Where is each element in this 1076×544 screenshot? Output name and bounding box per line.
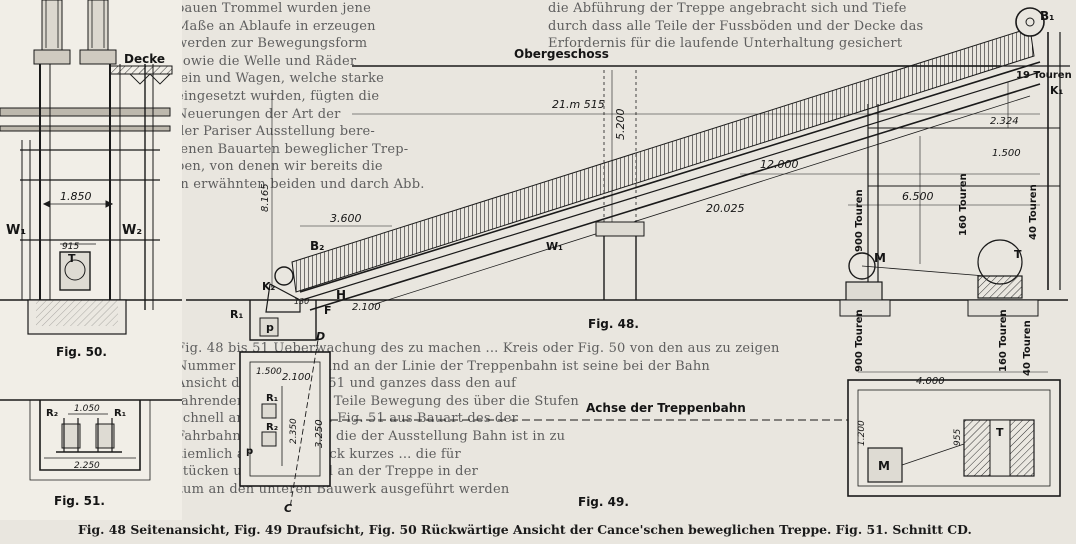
fig48-label: Fig. 48.: [588, 317, 639, 331]
fig49-touren160-label: 160 Touren: [998, 309, 1009, 372]
fig48-8165-dim: 8.165: [260, 183, 271, 212]
fig51-r2-label: R₂: [46, 408, 58, 419]
fig48-6500-dim: 6.500: [902, 190, 934, 203]
fig49-d-label: D: [316, 330, 325, 343]
fig51-r1-label: R₁: [114, 408, 126, 419]
fig48-height-dim: 5.200: [614, 109, 627, 141]
fig50-width-dim: 1.850: [60, 190, 92, 203]
fig48-f-label: F: [324, 304, 332, 317]
fig48-m-label: M: [874, 251, 886, 265]
fig48-drawing: [186, 7, 1070, 341]
fig50-w1-label: W₁: [6, 223, 26, 238]
fig48-obergeschoss-label: Obergeschoss: [514, 47, 609, 61]
fig48-b1-label: B₁: [1040, 9, 1054, 23]
fig49-r1-label: R₁: [266, 393, 278, 404]
fig49-m-label: M: [878, 459, 890, 473]
fig48-touren19-label: 19 Touren: [1016, 70, 1072, 81]
fig49-p-label: p: [246, 446, 253, 457]
drawing-area: Decke W₁ W₂ T 1.850 915 Fig. 50. R₂ R₁ 1…: [0, 0, 1072, 515]
fig49-1500-dim: 1.500: [256, 367, 282, 377]
fig49-2350-dim: 2.350: [289, 418, 299, 444]
background-text-upper: die Abführung der Treppe angebracht sich…: [548, 1, 924, 52]
fig49-1200-dim: 1.200: [857, 420, 867, 446]
fig51-drawing: [0, 399, 182, 481]
fig48-w1-label: W₁: [546, 240, 563, 253]
fig48-2100-dim: 2.100: [352, 302, 381, 313]
fig48-h-label: H: [336, 288, 346, 302]
fig48-touren40-label: 40 Touren: [1028, 184, 1039, 240]
fig49-r2-label: R₂: [266, 422, 278, 433]
fig48-b2-label: B₂: [310, 239, 324, 253]
fig49-t-label: T: [996, 426, 1004, 439]
fig50-drawing: [0, 0, 182, 335]
fig48-12000-dim: 12.000: [760, 158, 799, 171]
fig49-label: Fig. 49.: [578, 495, 629, 509]
fig50-t-label: T: [68, 252, 76, 265]
fig48-length-dim: 21.m 515: [552, 98, 605, 111]
fig49-axis-label: Achse der Treppenbahn: [586, 401, 746, 415]
fig48-r1-label: R₁: [230, 308, 243, 321]
fig50-label: Fig. 50.: [56, 345, 107, 359]
fig48-k1-label: K₁: [1050, 84, 1064, 97]
fig49-955-dim: 955: [953, 429, 963, 446]
fig49-4000-dim: 4.000: [916, 376, 945, 387]
fig48-k2-label: K₂: [262, 280, 276, 293]
fig48-touren900-label: 900 Touren: [854, 189, 865, 252]
fig48-1500-dim: 1.500: [992, 148, 1021, 159]
fig49-drawing: [239, 339, 1061, 509]
figure-caption: Fig. 48 Seitenansicht, Fig. 49 Draufsich…: [78, 522, 972, 537]
fig48-touren160-label: 160 Touren: [958, 173, 969, 236]
fig50-w2-label: W₂: [122, 223, 142, 238]
fig49-touren40-label: 40 Touren: [1022, 320, 1033, 376]
fig48-small-dim: 130: [294, 297, 309, 306]
fig48-p-label: p: [266, 321, 274, 334]
fig50-decke-label: Decke: [124, 52, 165, 66]
fig51-dim-top: 1.050: [74, 404, 100, 414]
fig50-small-dim: 915: [62, 242, 79, 252]
fig48-20025-dim: 20.025: [706, 202, 745, 215]
fig49-c-label: C: [284, 502, 292, 515]
fig51-label: Fig. 51.: [54, 494, 105, 508]
fig48-2324-dim: 2.324: [990, 116, 1019, 127]
fig49-3250-dim: 3.250: [314, 419, 325, 448]
fig49-touren900-label: 900 Touren: [854, 309, 865, 372]
fig51-dim-bottom: 2.250: [74, 461, 100, 471]
fig48-t-label: T: [1014, 248, 1022, 261]
fig49-2100-dim: 2.100: [282, 372, 311, 383]
fig48-3600-dim: 3.600: [330, 212, 362, 225]
